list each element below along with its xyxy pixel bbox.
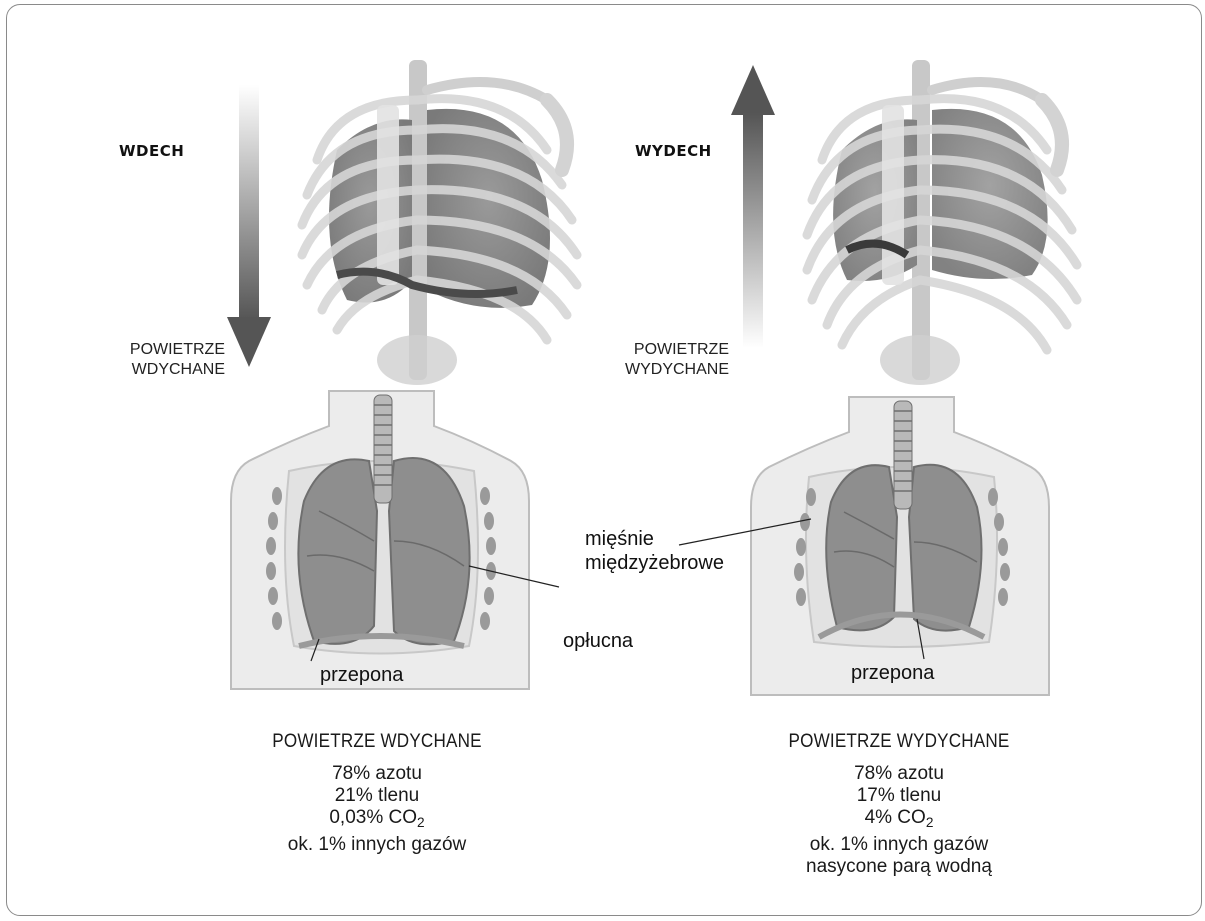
inhale-diaphragm-callout: przepona [320, 663, 403, 687]
inhale-composition-block: POWIETRZE WDYCHANE 78% azotu21% tlenu0,0… [227, 731, 527, 856]
exhale-air-label-line2: WYDYCHANE [589, 360, 729, 380]
composition-item: 78% azotu [227, 763, 527, 785]
inhale-air-label-line2: WDYCHANE [85, 360, 225, 380]
composition-item: 17% tlenu [749, 785, 1049, 807]
composition-item: 4% CO2 [749, 807, 1049, 834]
composition-item: 78% azotu [749, 763, 1049, 785]
inhale-composition-list: 78% azotu21% tlenu0,03% CO2ok. 1% innych… [227, 763, 527, 856]
exhale-arrow-up [729, 63, 777, 353]
inhale-air-label-line1: POWIETRZE [85, 340, 225, 360]
figure-frame: WDECH POWIETRZE WDYCHANE [6, 4, 1202, 916]
exhale-intercostal-callout: mięśnie międzyżebrowe [585, 527, 724, 575]
composition-item: 21% tlenu [227, 785, 527, 807]
inhale-arrow-down [225, 85, 273, 375]
exhale-air-label: POWIETRZE WYDYCHANE [589, 340, 729, 380]
exhale-diaphragm-callout: przepona [851, 661, 934, 685]
composition-item: 0,03% CO2 [227, 807, 527, 834]
exhale-phase-label: WYDECH [635, 142, 712, 160]
composition-item: ok. 1% innych gazów [227, 834, 527, 856]
exhale-ribcage-illustration [787, 60, 1107, 390]
inhale-phase-label: WDECH [119, 142, 184, 160]
inhale-ribcage-illustration [277, 60, 607, 390]
inhale-torso-lungs-illustration [229, 391, 539, 691]
inhale-air-label: POWIETRZE WDYCHANE [85, 340, 225, 380]
exhale-composition-title: POWIETRZE WYDYCHANE [764, 731, 1034, 753]
exhale-torso-lungs-illustration [749, 397, 1059, 697]
exhale-intercostal-label-line1: mięśnie [585, 527, 724, 551]
composition-item: nasycone parą wodną [749, 856, 1049, 878]
inhale-pleura-callout: opłucna [563, 629, 633, 653]
exhale-intercostal-label-line2: międzyżebrowe [585, 551, 724, 575]
exhale-composition-list: 78% azotu17% tlenu4% CO2ok. 1% innych ga… [749, 763, 1049, 878]
inhale-composition-title: POWIETRZE WDYCHANE [242, 731, 512, 753]
exhale-composition-block: POWIETRZE WYDYCHANE 78% azotu17% tlenu4%… [749, 731, 1049, 878]
composition-item: ok. 1% innych gazów [749, 834, 1049, 856]
exhale-air-label-line1: POWIETRZE [589, 340, 729, 360]
